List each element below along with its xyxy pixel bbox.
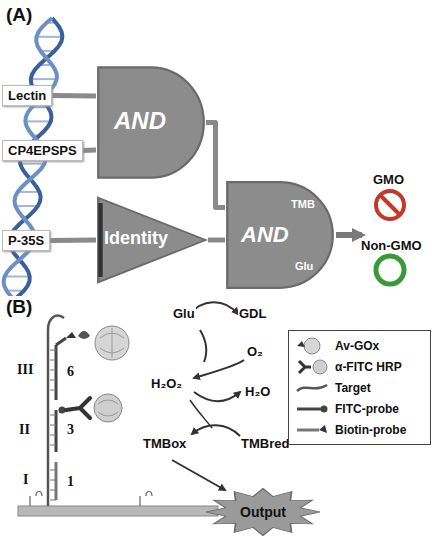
dna-rung [31,78,57,80]
callout-number: 1 [66,474,75,490]
and-gate: ANDTMB Glu [225,180,335,290]
and-gate: AND [96,65,206,180]
dna-rung [18,191,40,193]
antibody-icon [299,361,311,373]
identity-gate: Identity [96,196,208,284]
probe-line [297,428,319,431]
legend-sample [295,337,329,355]
legend-row: FITC-probe [295,398,424,419]
node-title: Lectin [8,88,46,103]
node-title: AND [241,222,289,248]
input-label: CP4EPSPS [2,140,83,161]
dna-rung [20,163,44,165]
callout-number: 3 [66,422,75,438]
biotin-tag [319,425,327,433]
dna-rung [5,276,30,278]
callout-number: I [22,472,29,488]
text-label: O₂ [246,344,264,359]
legend-sample [295,400,329,418]
gox-icon [304,338,320,354]
legend-row: Av-GOx [295,335,424,356]
panel-label: (B) [5,296,33,318]
input-label: P-35S [2,230,50,251]
and-outline [227,182,333,288]
output-burst: Output [206,488,320,536]
gate-wire [206,123,225,208]
legend-row: α-FITC HRP [295,356,424,377]
callout-number: 6 [66,364,75,380]
legend-text: Av-GOx [335,339,379,353]
node-subtext: TMB [291,198,315,210]
text-label: Non-GMO [360,238,423,253]
gate-bar [98,203,102,277]
legend-box: Av-GOx α-FITC HRP TargetFITC-probeBiotin-p… [288,330,431,445]
legend-text: Target [335,381,371,395]
node-title: Identity [104,228,168,249]
dna-rung [25,120,50,122]
probe-line [297,407,321,410]
target-line [297,385,327,391]
burst-outline [206,488,320,535]
text-label: H₂O₂ [150,376,183,391]
gate-wire [50,238,96,244]
legend-row: Target [295,377,424,398]
node-title: AND [114,107,166,135]
gate-wire [208,237,225,242]
node-title: P-35S [8,233,44,248]
legend-text: FITC-probe [335,402,399,416]
hrp-icon [313,360,327,374]
gate-wire [52,93,96,99]
text-label: Glu [172,306,196,321]
panel-label: (A) [5,4,33,26]
text-label: TMBox [142,436,187,451]
avidin-icon [297,341,305,347]
legend-sample [295,358,329,376]
gate-wire [83,148,96,153]
dna-rung [37,36,63,38]
text-label: H₂O [244,384,271,399]
callout-number: II [18,422,31,438]
legend-row: Biotin-probe [295,419,424,440]
node-subtext: Glu [295,260,313,272]
node-title: Output [206,504,320,520]
legend-text: α-FITC HRP [335,360,402,374]
text-label: GMO [372,172,405,187]
node-title: CP4EPSPS [8,143,77,158]
legend-sample [295,379,329,397]
and-outline [98,67,204,177]
legend-text: Biotin-probe [335,423,406,437]
dna-rung [15,205,38,207]
triangle-outline [98,198,206,282]
legend-sample [295,421,329,439]
fitc-tag [321,405,328,412]
input-label: Lectin [2,85,52,106]
text-label: GDL [238,306,267,321]
text-label: TMBred [240,436,290,451]
callout-number: III [16,362,34,378]
